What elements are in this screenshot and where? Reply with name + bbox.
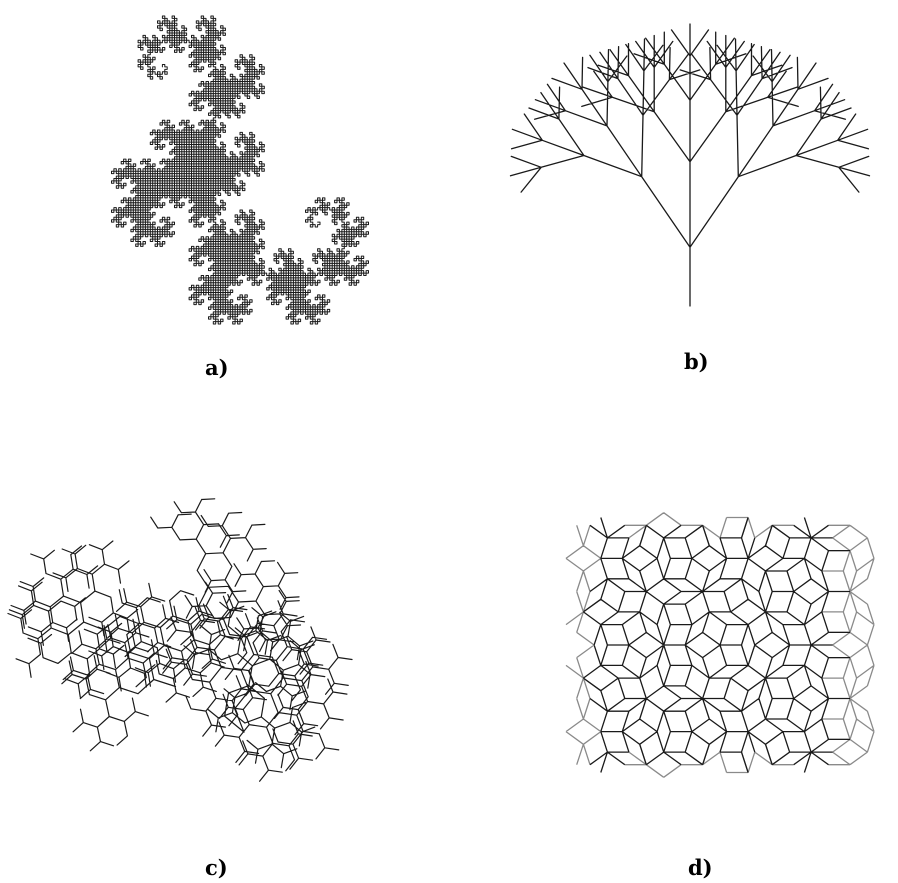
penrose-inner-edges <box>583 518 850 773</box>
panel-d <box>560 460 880 830</box>
hexagonal-bush-fractal <box>0 455 360 825</box>
panel-b <box>480 20 898 310</box>
dragon-curve-path <box>112 16 369 324</box>
branching-tree-path <box>511 24 870 306</box>
panel-a <box>40 10 440 330</box>
caption-b: b) <box>684 349 709 374</box>
caption-c: c) <box>205 855 228 880</box>
branching-tree-fractal <box>480 20 898 310</box>
hexagonal-bush-path <box>8 499 352 781</box>
panel-c <box>0 455 360 825</box>
dragon-curve-fractal <box>40 10 440 330</box>
caption-a: a) <box>205 355 229 380</box>
caption-d: d) <box>688 855 713 880</box>
penrose-rhombus-tiling <box>560 460 880 830</box>
